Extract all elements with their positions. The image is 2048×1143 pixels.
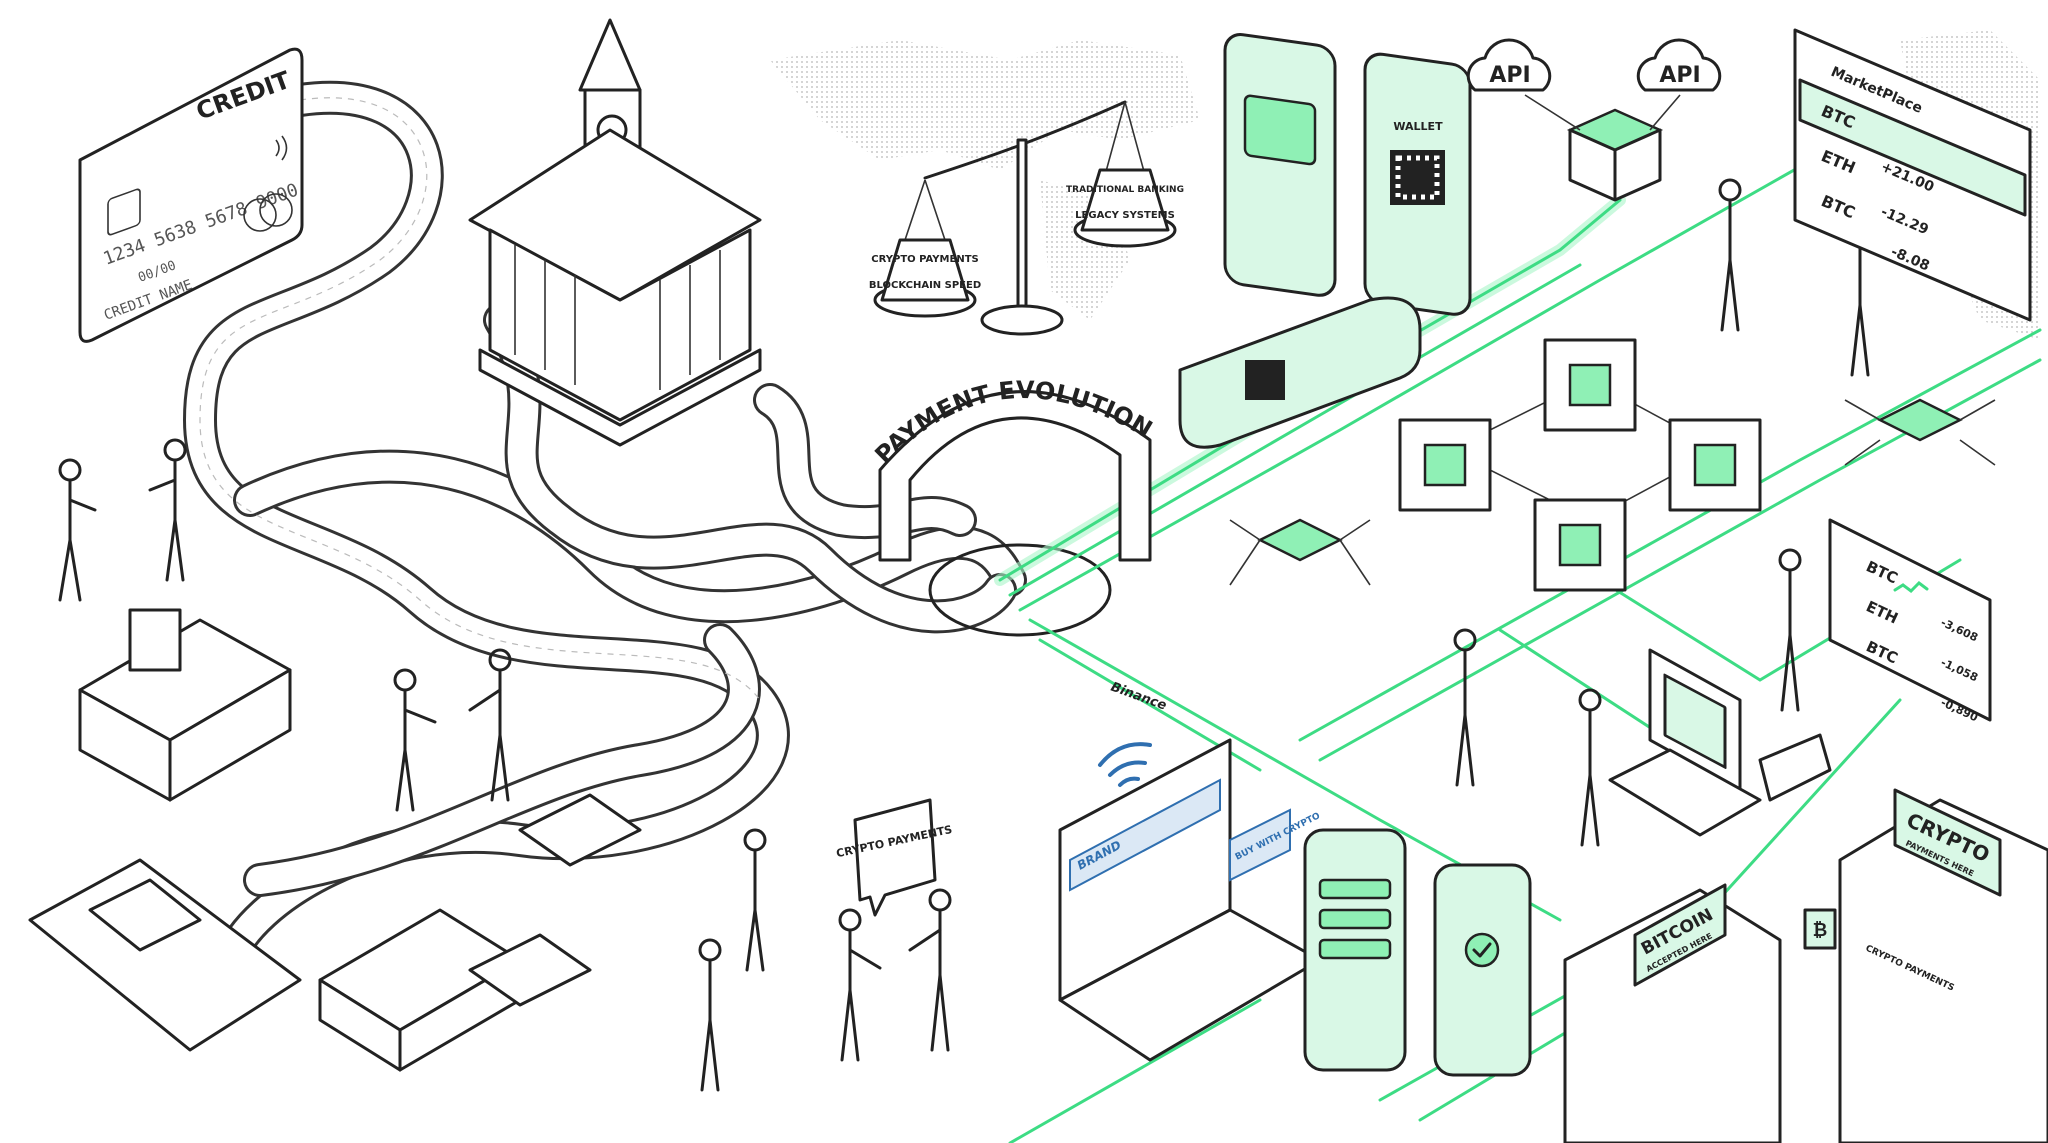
phone-wallet: WALLET xyxy=(1363,52,1472,316)
svg-text:API: API xyxy=(1659,63,1700,88)
crypto-ticker-panel: BTC -3,608 ETH -1,058 BTC -0,890 xyxy=(1828,518,1992,724)
checkmark-icon xyxy=(1464,932,1500,968)
card-terminal xyxy=(28,858,302,1052)
chip-icon xyxy=(107,188,141,236)
cash-stack xyxy=(468,793,642,1007)
crypto-store: CRYPTO PAYMENTS HERE ₿ CRYPTO PAYMENTS xyxy=(1803,788,2048,1143)
weight-label-bottom: LEGACY SYSTEMS xyxy=(1075,210,1175,221)
person-figure xyxy=(468,648,512,802)
person-figure xyxy=(148,438,187,582)
blockchain-block xyxy=(1533,498,1627,592)
card-network-logo-icon xyxy=(243,193,293,232)
person-figure xyxy=(1453,628,1477,787)
cash-register-top xyxy=(78,608,292,802)
svg-text:API: API xyxy=(1489,63,1530,88)
person-figure xyxy=(58,458,97,602)
network-node xyxy=(1844,398,1996,466)
phone-payment-form xyxy=(1223,33,1337,297)
winding-roads xyxy=(182,81,1112,977)
blockchain-block xyxy=(1398,418,1492,512)
credit-card: CREDIT 1234 5638 5678 9000 00/00 CREDIT … xyxy=(78,47,304,343)
phone-payment-success xyxy=(1433,863,1532,1077)
blockchain-network xyxy=(1229,338,1996,592)
wifi-icon xyxy=(1098,742,1152,787)
bitcoin-store: BITCOIN ACCEPTED HERE xyxy=(1563,883,1782,1143)
svg-text:₿: ₿ xyxy=(1813,920,1828,941)
person-figure xyxy=(1718,178,1742,332)
wallet-title: WALLET xyxy=(1393,120,1443,133)
weight-traditional: TRADITIONAL BANKING LEGACY SYSTEMS xyxy=(1066,168,1184,248)
contactless-icon xyxy=(275,135,288,161)
marketplace-window: MarketPlace BTC ETH +21.00 BTC -12.29 -8… xyxy=(1793,28,2032,322)
weight-label-top: TRADITIONAL BANKING xyxy=(1066,185,1184,195)
qr-code-icon xyxy=(1245,360,1285,400)
api-cloud-left: API xyxy=(1466,38,1552,92)
blockchain-block xyxy=(1543,338,1637,432)
network-node xyxy=(1229,518,1371,586)
person-figure xyxy=(1778,548,1802,712)
person-figure xyxy=(393,668,437,812)
person-figure xyxy=(698,938,722,1092)
api-server-stack xyxy=(1524,94,1681,202)
bank-building xyxy=(468,18,762,447)
cash-register-bottom xyxy=(318,908,522,1072)
weight-crypto: CRYPTO PAYMENTS BLOCKCHAIN SPEED xyxy=(869,238,981,318)
phone-app-list xyxy=(1303,828,1407,1072)
bitcoin-sign-icon xyxy=(1803,908,1837,950)
person-figure xyxy=(908,888,952,1052)
person-figure xyxy=(743,828,767,972)
blockchain-block xyxy=(1668,418,1762,512)
api-cloud-right: API xyxy=(1636,38,1722,92)
people-figures xyxy=(58,178,1872,1092)
balance-scale: CRYPTO PAYMENTS BLOCKCHAIN SPEED TRADITI… xyxy=(869,100,1184,336)
weight-label-top: CRYPTO PAYMENTS xyxy=(871,254,978,265)
phone-landscape-qr xyxy=(1178,296,1422,449)
crypto-payments-bubble: CRYPTO PAYMENTS xyxy=(835,798,954,917)
person-figure xyxy=(1578,688,1602,847)
binance-logo: Binance xyxy=(1109,680,1169,714)
person-figure xyxy=(838,908,882,1062)
laptop-shop: BRAND BUY WITH CRYPTO xyxy=(1058,738,1322,1062)
weight-label-bottom: BLOCKCHAIN SPEED xyxy=(869,280,981,291)
pos-terminal xyxy=(1608,648,1832,837)
